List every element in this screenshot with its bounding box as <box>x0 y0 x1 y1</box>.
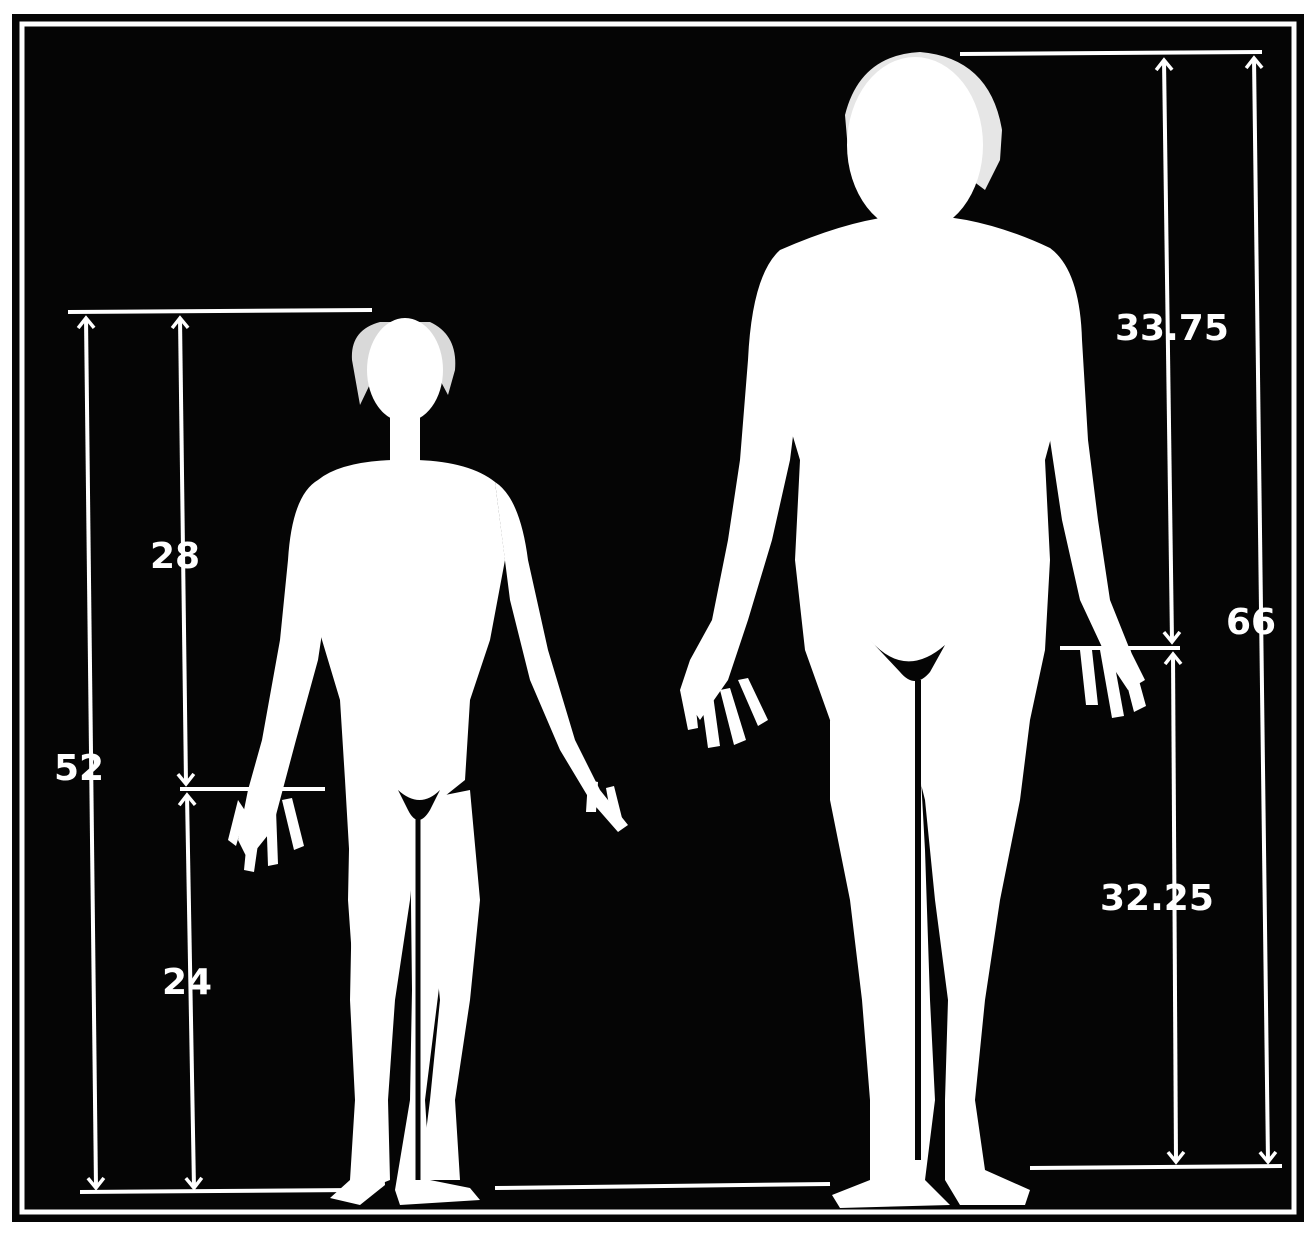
left-total-label: 52 <box>54 748 104 789</box>
left-upper-label: 28 <box>150 536 200 577</box>
left-lower-label: 24 <box>162 962 212 1003</box>
right-lower-label: 32.25 <box>1100 878 1214 919</box>
right-total-label: 66 <box>1226 602 1276 643</box>
right-upper-label: 33.75 <box>1115 308 1229 349</box>
